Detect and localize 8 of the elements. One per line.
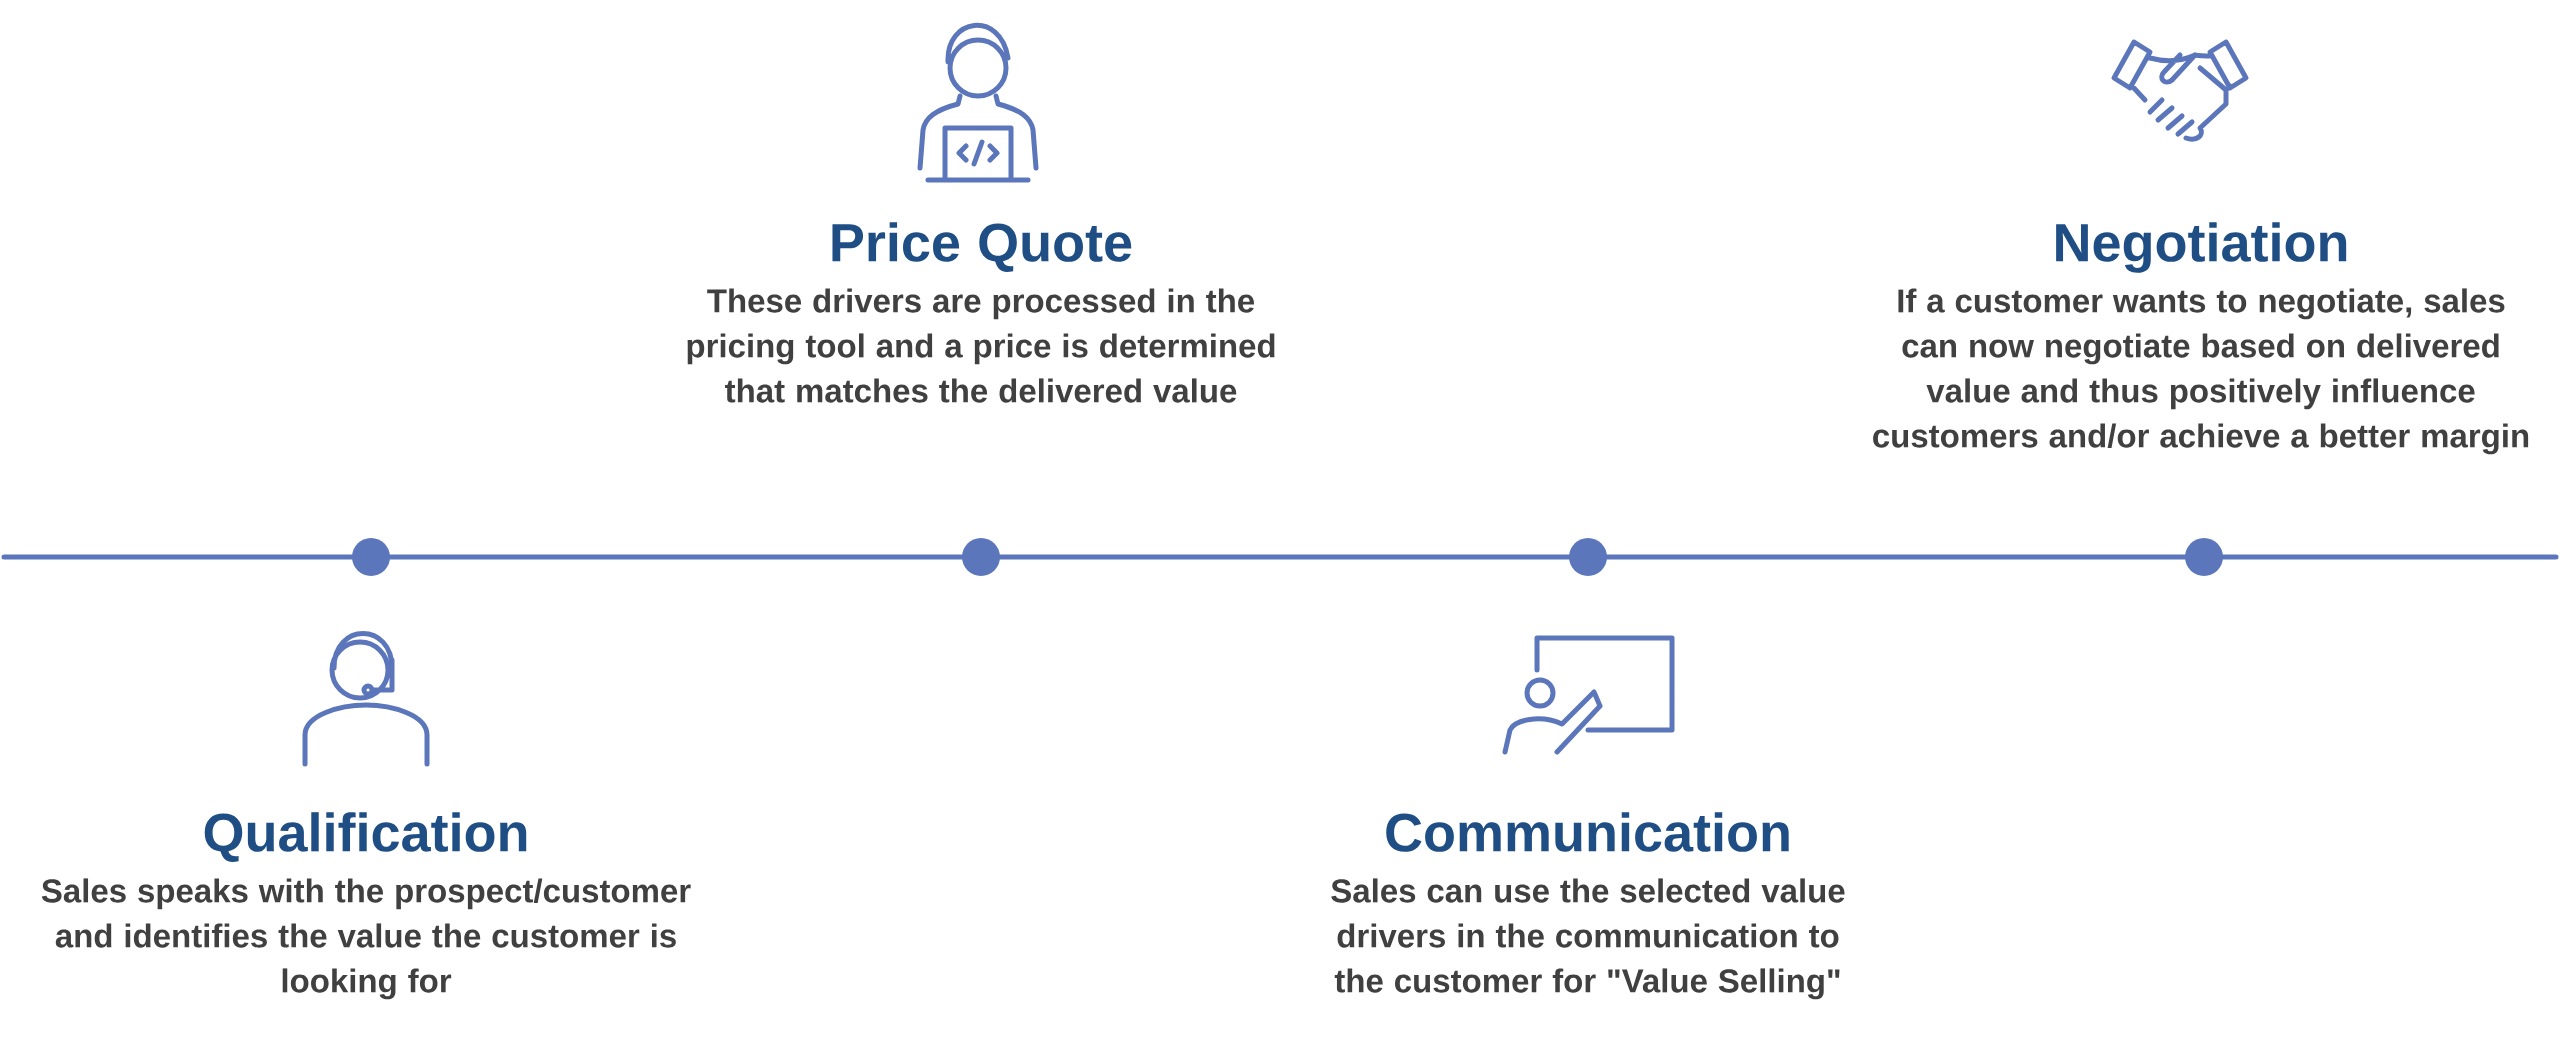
stage-title: Communication bbox=[1386, 812, 1789, 852]
stage-title: Negotiation bbox=[2056, 222, 2347, 273]
stage-description: Sales speaks with the prospect/customer and identifies the value the customer is looking for bbox=[41, 878, 691, 1000]
stage-description: Sales can use the selected value drivers in the communication to the customer for "Value Selling" bbox=[1331, 878, 1845, 1000]
stage-title: Price Quote bbox=[832, 222, 1132, 272]
stage-title: Qualification bbox=[204, 812, 527, 862]
stage-description: These drivers are processed in the pricing tool and a price is determined that matches the delivered value bbox=[687, 288, 1275, 403]
stage-description: If a customer wants to negotiate, sales can now negotiate based on delivered value and thus positively influence customers and/or achieve a better margin bbox=[1873, 288, 2529, 455]
